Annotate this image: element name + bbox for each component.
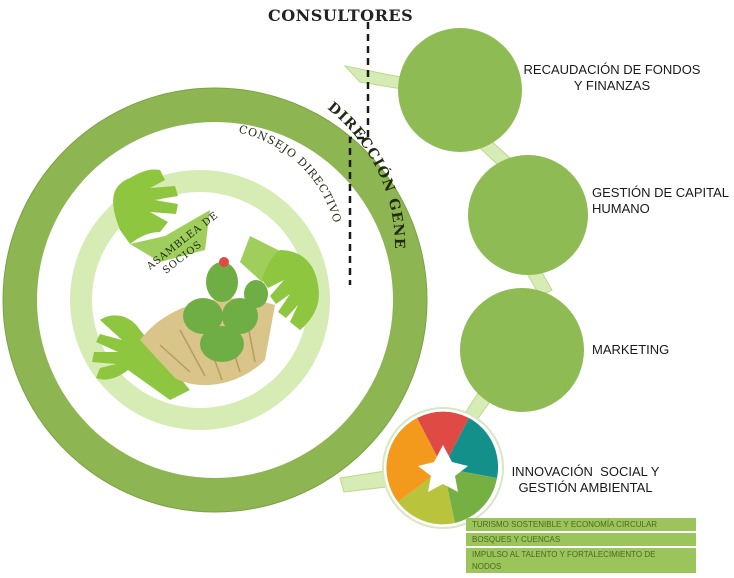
node-label-innovacion-line1: INNOVACIÓN SOCIAL Y [511,464,660,479]
sub-item-impulso: IMPULSO AL TALENTO Y FORTALECIMIENTO DE [466,548,696,561]
sub-item-bosques: BOSQUES Y CUENCAS [466,533,696,546]
wheel-center-star [418,445,468,492]
sub-item-turismo: TURISMO SOSTENIBLE Y ECONOMÍA CIRCULAR [466,518,696,531]
node-label-finanzas: RECAUDACIÓN DE FONDOS Y FINANZAS [512,62,712,94]
wheel-segment-red [417,411,469,468]
node-label-marketing: MARKETING [592,342,712,358]
cactus-illustration [183,257,268,362]
node-label-innovacion: INNOVACIÓN SOCIAL Y GESTIÓN AMBIENTAL [498,464,673,496]
node-circle-finanzas [398,28,522,152]
node-label-capital-humano: GESTIÓN DE CAPITAL HUMANO [592,185,732,217]
sub-item-nodos: NODOS [466,561,696,573]
node-label-marketing-line1: MARKETING [592,342,670,357]
node-circle-marketing [460,288,584,412]
node-label-innovacion-line2: GESTIÓN AMBIENTAL [518,480,653,495]
wheel-segment-green [443,468,497,523]
wheel-segment-teal [443,418,499,478]
consultores-dashed-line [348,22,370,285]
wheel-segment-orange [386,418,443,502]
node-label-capital-humano-line2: HUMANO [592,201,650,216]
consultores-label: CONSULTORES [268,6,414,25]
node-label-capital-humano-line1: GESTIÓN DE CAPITAL [592,185,730,200]
innovation-wheel [382,407,504,529]
node-label-finanzas-line1: RECAUDACIÓN DE FONDOS [523,62,701,77]
hands-illustration [92,169,319,400]
node-circle-capital-humano [468,155,588,275]
node-label-finanzas-line2: Y FINANZAS [573,78,651,93]
